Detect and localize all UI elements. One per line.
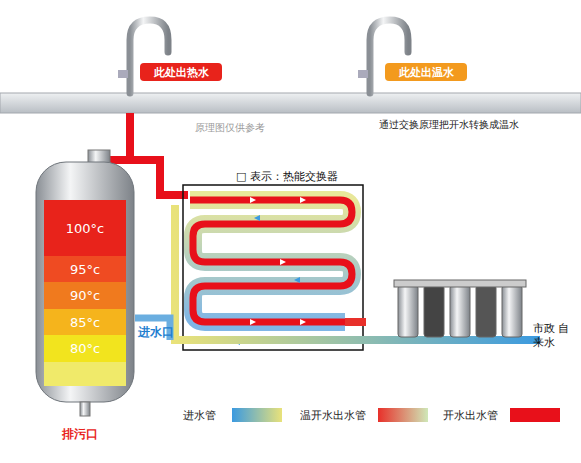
temperature-band: 95°c: [44, 256, 126, 282]
part-name: 进水口: [138, 324, 174, 341]
exchanger-box: □ 表示：热能交换器: [222, 168, 352, 184]
node-text: 95°c: [70, 262, 100, 277]
node-text: 80°c: [70, 341, 100, 356]
node-text: □ 表示：热能交换器: [236, 169, 338, 184]
legend-text: 开水出水管: [443, 408, 498, 423]
temperature-band: 100°c: [44, 200, 126, 256]
legend-swatch: [510, 408, 560, 422]
node-text: 此处出热水: [154, 65, 209, 80]
node-text: 90°c: [70, 288, 100, 303]
legend-swatch: [378, 408, 428, 422]
temperature-band: 85°c: [44, 309, 126, 335]
outlet-tag: 此处出热水: [140, 63, 222, 81]
legend-text: 进水管: [183, 408, 216, 423]
legend-swatch: [232, 408, 282, 422]
node-text: 100°c: [66, 221, 104, 236]
watermark: 原理图仅供参考: [195, 121, 265, 135]
temperature-band: 80°c: [44, 335, 126, 362]
node-text: 此处出温水: [399, 65, 454, 80]
outlet-tag: 此处出温水: [385, 63, 467, 81]
part-name: 市政 自来水: [533, 322, 573, 350]
note: 通过交换原理把开水转换成温水: [378, 118, 520, 132]
legend-text: 温开水出水管: [300, 408, 366, 423]
temperature-band: 90°c: [44, 282, 126, 309]
node-text: 85°c: [70, 315, 100, 330]
part-name: 排污口: [62, 426, 98, 443]
